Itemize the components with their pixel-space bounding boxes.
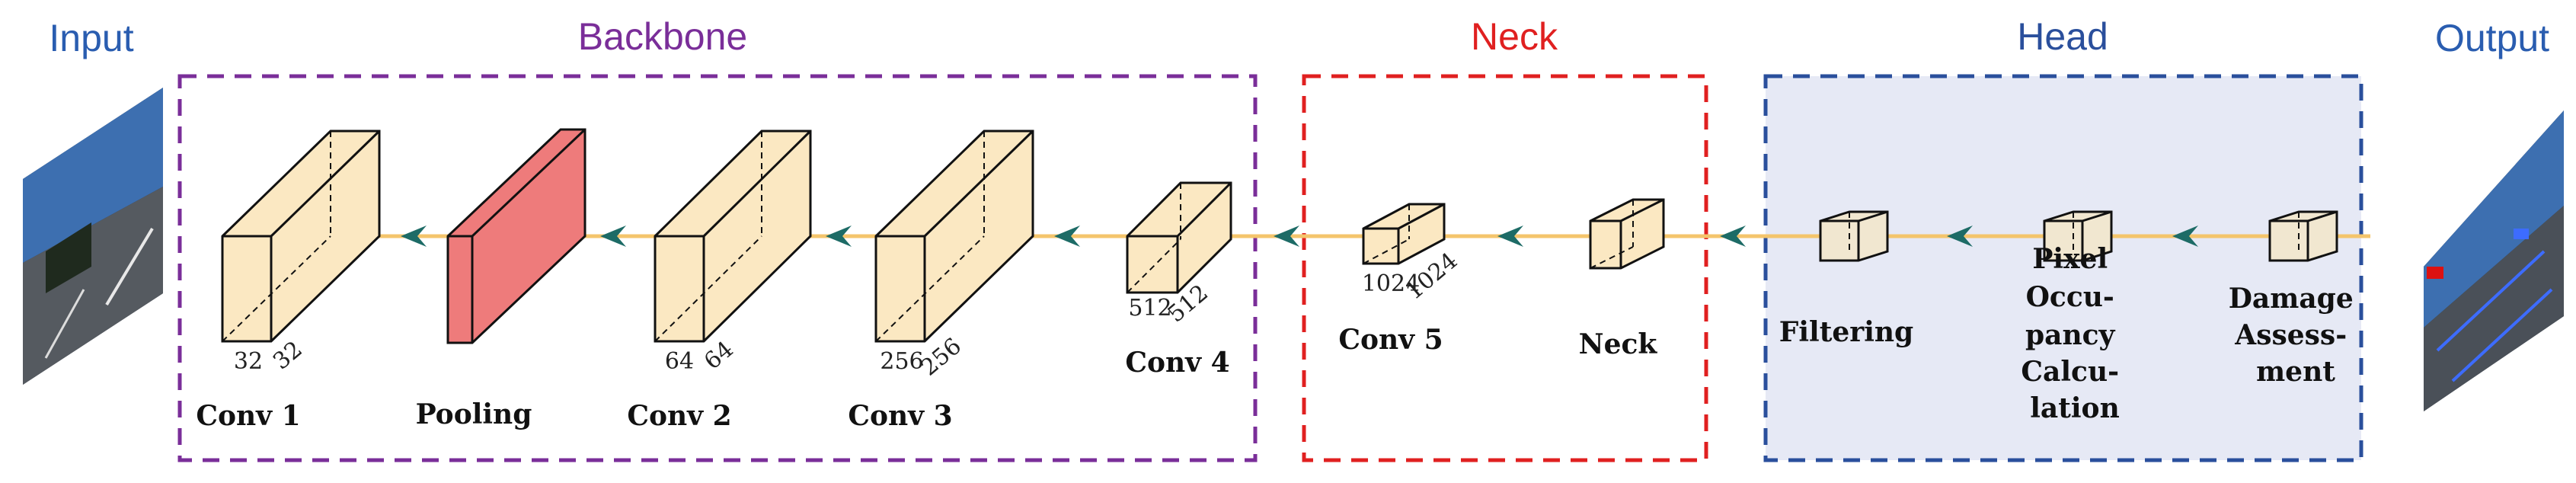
conv1-dim-a: 32 [234,348,263,375]
arrow-icon [401,226,427,247]
arrow-icon [826,226,852,247]
conv2-dim-a: 64 [665,348,694,375]
neck-block [1589,198,1665,270]
conv2-dim-b: 64 [699,336,739,375]
neck-title: Neck [1471,15,1558,58]
arrow-icon [600,226,626,247]
arrow-icon [1274,226,1299,247]
input-image [23,88,163,385]
arrow-icon [1947,226,1973,247]
arrow-icon [1497,226,1523,247]
conv3-label: Conv 3 [848,400,952,432]
damage-assessment-label: Damage Assess- ment [2229,283,2363,388]
conv3-block [874,130,1034,343]
neck-frame [1302,74,1708,462]
conv5-label: Conv 5 [1338,324,1443,356]
conv4-label: Conv 4 [1125,347,1229,379]
head-title: Head [2017,15,2108,58]
pixel-occupancy-block [2043,210,2113,262]
conv1-block [221,130,381,343]
pooling-block [446,128,586,344]
conv2-label: Conv 2 [627,400,731,432]
input-title: Input [49,17,133,59]
conv1-label: Conv 1 [196,400,300,432]
pooling-label: Pooling [416,398,532,430]
backbone-title: Backbone [578,15,747,58]
conv5-block [1362,203,1446,265]
filtering-block [1819,210,1889,262]
conv3-dim-a: 256 [880,348,923,375]
head-background [1766,76,2361,460]
conv4-dim-a: 512 [1128,295,1171,321]
damage-assessment-block [2268,210,2338,262]
conv2-block [654,130,812,343]
backbone-frame [177,74,1258,462]
conv5-dim-a: 1024 [1362,270,1420,297]
conv4-block [1126,181,1232,294]
arrow-icon [2172,226,2198,247]
arrow-icon [1054,226,1080,247]
pixel-occupancy-label: Pixel Occu- pancy Calcu- lation [2021,243,2128,424]
filtering-label: Filtering [1779,316,1913,348]
output-image [2424,110,2564,411]
flow-arrows [401,226,2198,247]
conv1-dim-b: 32 [268,336,308,375]
output-title: Output [2435,17,2549,59]
head-frame [1763,74,2363,462]
neck-label: Neck [1579,328,1658,360]
arrow-icon [1720,226,1746,247]
